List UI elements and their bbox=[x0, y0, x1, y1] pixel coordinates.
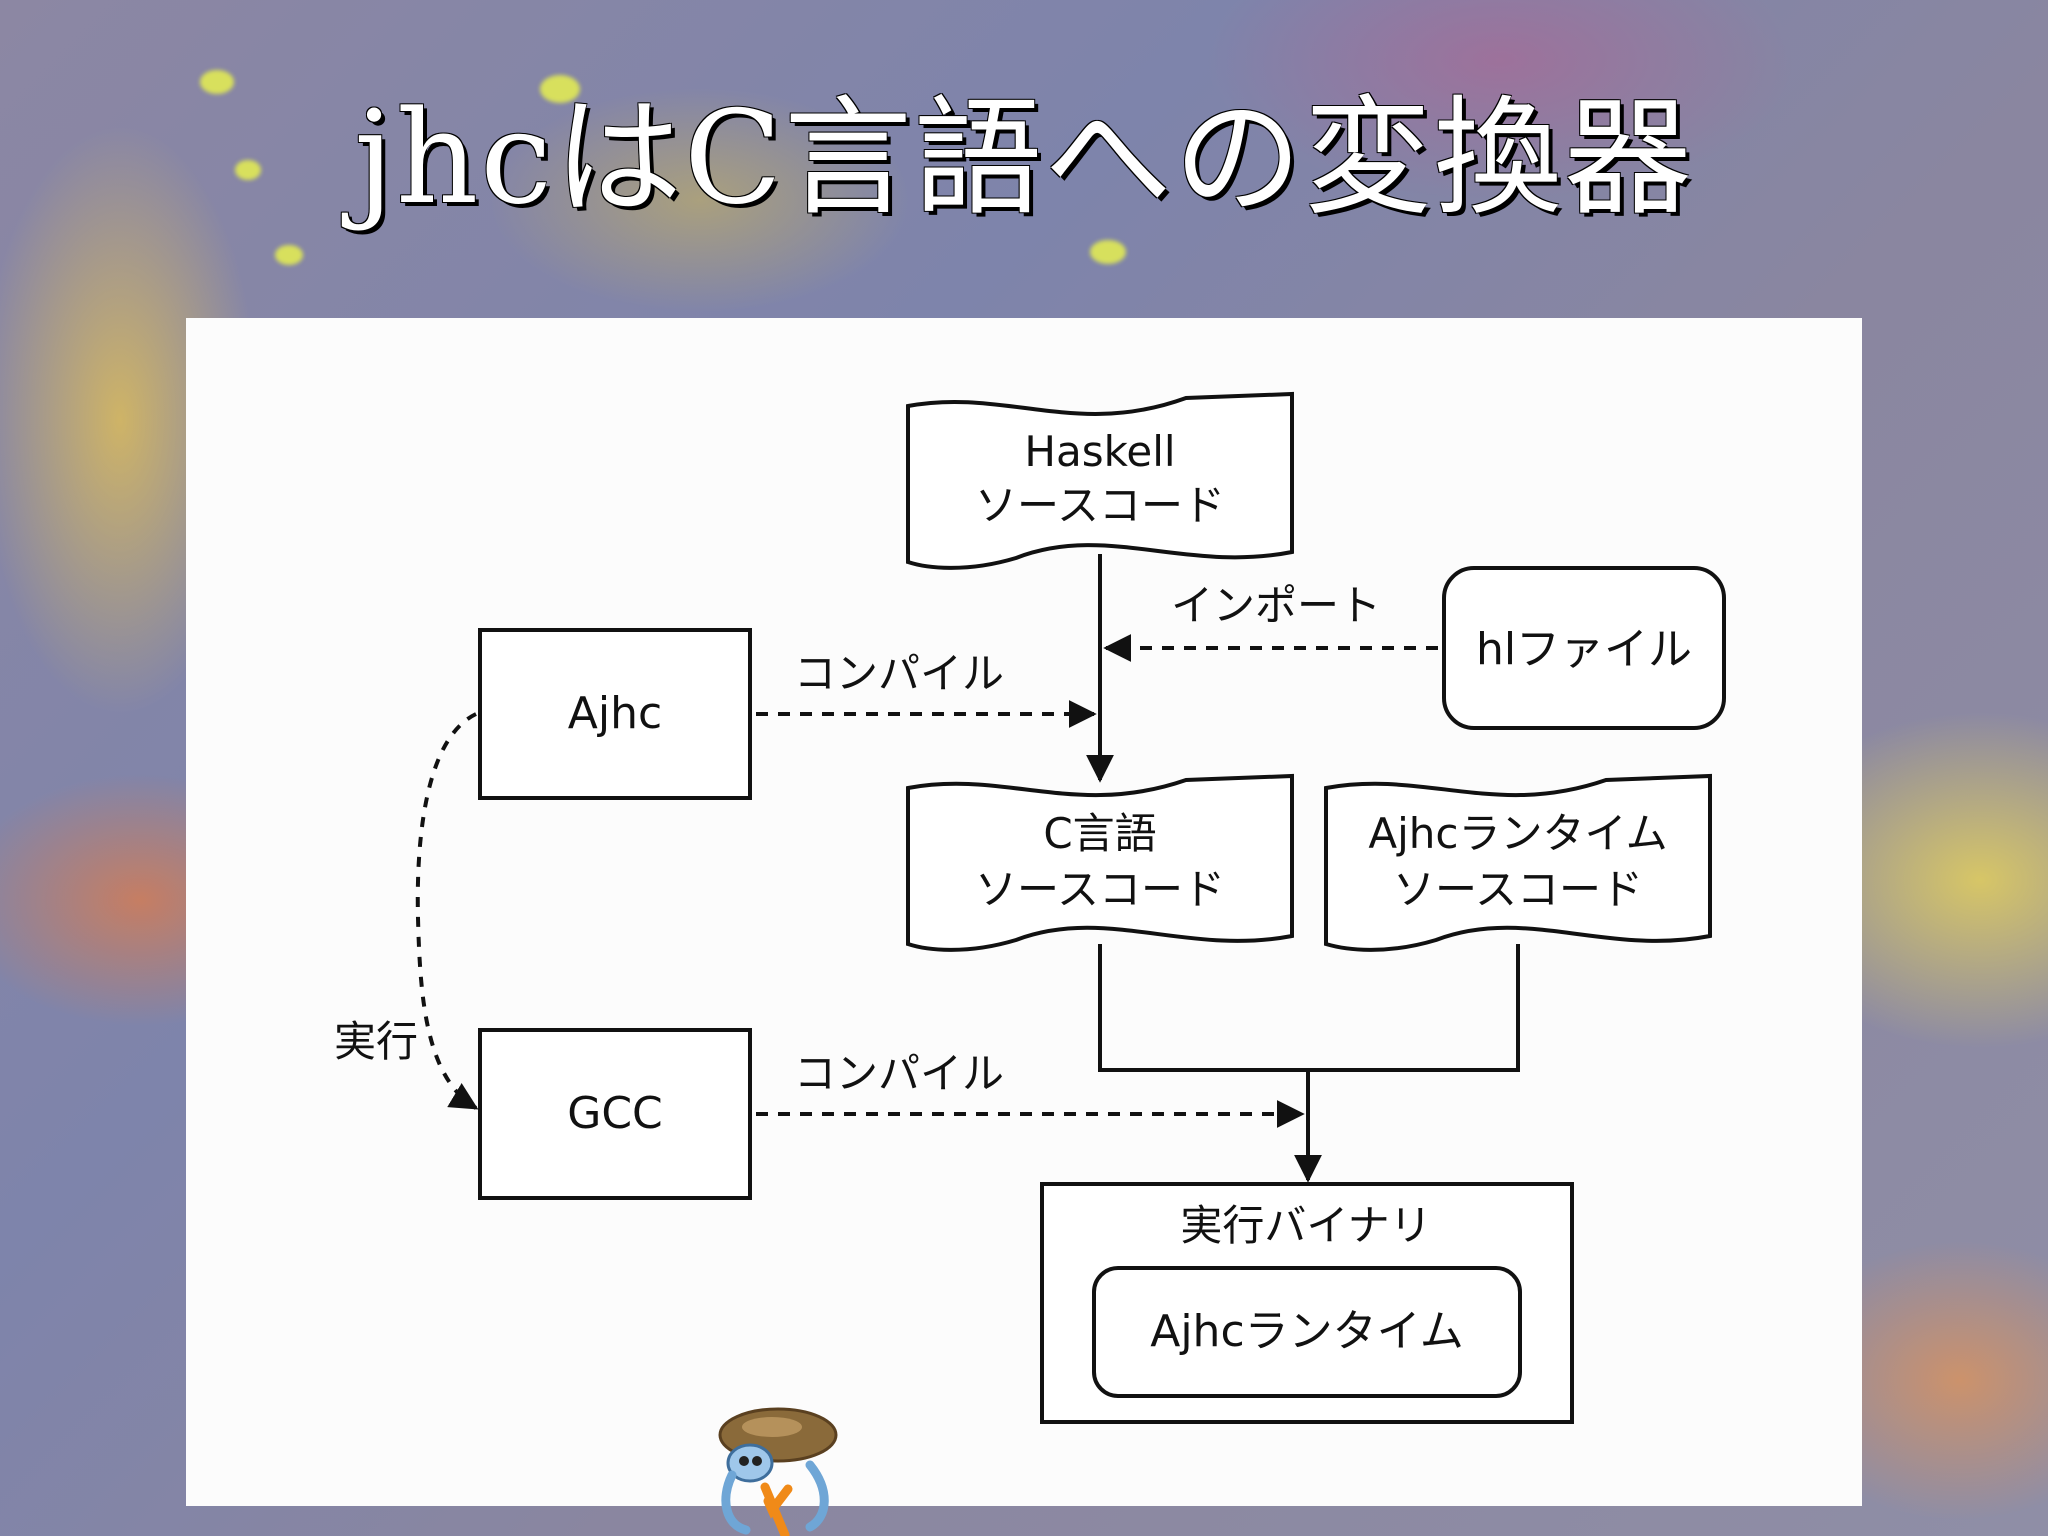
gcc-box-label: GCC bbox=[567, 1088, 663, 1139]
runtime-source-document: Ajhcランタイム ソースコード bbox=[1324, 773, 1712, 952]
haskell-document-line1: Haskell bbox=[1024, 427, 1175, 476]
runtime-document-line1: Ajhcランタイム bbox=[1368, 809, 1667, 858]
diagram-panel: Haskell ソースコード hlファイル インポート Ajhc コンパイル C… bbox=[186, 318, 1862, 1506]
background-light-dot bbox=[235, 160, 261, 180]
binary-box-label: 実行バイナリ bbox=[1180, 1201, 1431, 1250]
ajhc-box-label: Ajhc bbox=[568, 688, 662, 739]
exec-arrow bbox=[415, 712, 479, 1110]
background-light-dot bbox=[540, 75, 580, 103]
hl-file-label: hlファイル bbox=[1476, 624, 1692, 675]
background-light-dot bbox=[275, 245, 303, 265]
haskell-document-line2: ソースコード bbox=[975, 481, 1225, 530]
compile-label-2: コンパイル bbox=[794, 1049, 1004, 1098]
slide-title: jhcはC言語への変換器 bbox=[354, 84, 1694, 233]
c-document-line1: C言語 bbox=[1043, 809, 1156, 858]
compile-label-1: コンパイル bbox=[794, 649, 1004, 698]
background-light-dot bbox=[1090, 240, 1126, 264]
ajhc-box: Ajhc bbox=[478, 628, 752, 800]
c-document-line2: ソースコード bbox=[975, 865, 1225, 914]
merge-line bbox=[1098, 944, 1520, 1072]
binary-box: 実行バイナリ Ajhcランタイム bbox=[1040, 1182, 1574, 1424]
runtime-document-line2: ソースコード bbox=[1393, 865, 1643, 914]
c-source-document: C言語 ソースコード bbox=[906, 773, 1294, 952]
background-light-dot bbox=[200, 70, 234, 94]
gcc-box: GCC bbox=[478, 1028, 752, 1200]
hl-file-box: hlファイル bbox=[1442, 566, 1726, 730]
flow-diagram: Haskell ソースコード hlファイル インポート Ajhc コンパイル C… bbox=[334, 391, 1726, 1424]
haskell-source-document: Haskell ソースコード bbox=[906, 391, 1294, 570]
exec-label: 実行 bbox=[334, 1017, 418, 1066]
runtime-box-label: Ajhcランタイム bbox=[1150, 1306, 1464, 1357]
import-label: インポート bbox=[1171, 581, 1381, 630]
haskell-mascot-logo bbox=[718, 1407, 838, 1536]
